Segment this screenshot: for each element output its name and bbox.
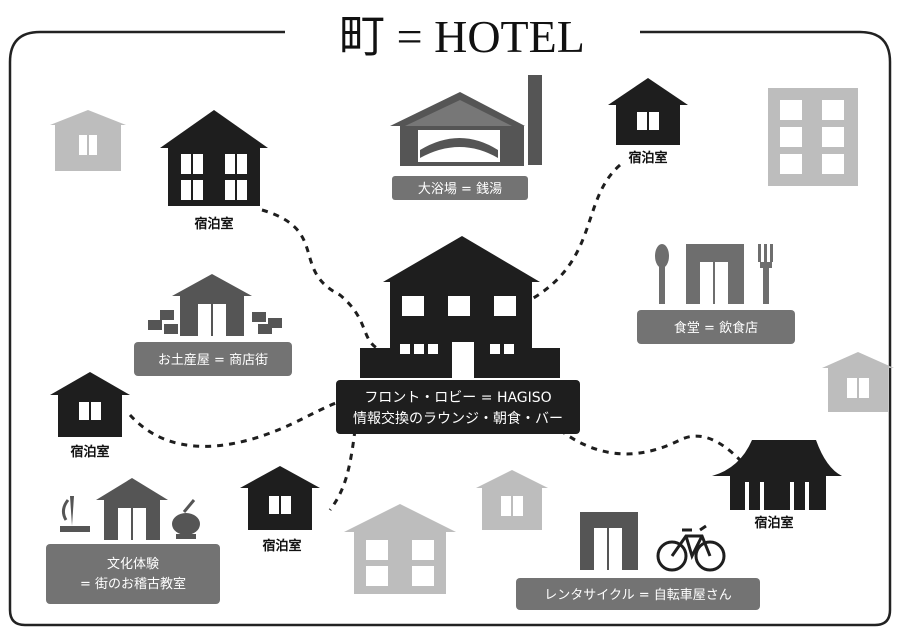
souvenir-label-box bbox=[134, 342, 292, 376]
apartment-building-icon bbox=[768, 88, 858, 186]
culture-label-line1: 文化体験 bbox=[107, 557, 159, 572]
room-label-top-right: 宿泊室 bbox=[628, 150, 667, 166]
decorative-house-icon bbox=[50, 110, 126, 171]
guest-room-house-icon bbox=[240, 466, 320, 530]
bath-label: 大浴場 = 銭湯 bbox=[418, 182, 502, 197]
guest-room-house-icon bbox=[160, 110, 268, 206]
souvenir-label: お土産屋 = 商店街 bbox=[158, 352, 268, 368]
bath-house-icon bbox=[390, 75, 542, 166]
bicycle-shop-icon bbox=[580, 512, 638, 570]
connector-lines bbox=[128, 163, 742, 511]
culture-label-line2: = 街のお稽古教室 bbox=[80, 576, 186, 592]
bicycle-icon bbox=[656, 524, 726, 572]
hagiso-label-line2: 情報交換のラウンジ・朝食・バー bbox=[353, 410, 563, 427]
dining-label-box bbox=[637, 310, 795, 344]
dining-label: 食堂 = 飲食店 bbox=[674, 320, 758, 336]
room-label-top-left: 宿泊室 bbox=[194, 216, 233, 232]
map-title: 町 = HOTEL bbox=[339, 11, 585, 62]
hagiso-building-icon bbox=[360, 236, 560, 378]
souvenir-shop-icon bbox=[148, 274, 282, 336]
room-label-right: 宿泊室 bbox=[754, 515, 793, 531]
bath-label-box bbox=[392, 176, 528, 200]
traditional-room-house-icon bbox=[712, 440, 842, 510]
decorative-house-icon bbox=[476, 470, 548, 530]
map-frame bbox=[8, 30, 892, 627]
dining-icon bbox=[655, 244, 773, 304]
room-label-bottom: 宿泊室 bbox=[262, 538, 301, 554]
hagiso-label-box bbox=[336, 380, 580, 434]
hagiso-label-line1: フロント・ロビー = HAGISO bbox=[364, 390, 551, 406]
decorative-house-icon bbox=[822, 352, 894, 412]
bicycle-label: レンタサイクル = 自転車屋さん bbox=[544, 588, 732, 603]
room-label-left: 宿泊室 bbox=[70, 444, 109, 460]
decorative-building-icon bbox=[344, 504, 456, 594]
guest-room-house-icon bbox=[50, 372, 130, 437]
culture-experience-icon bbox=[60, 478, 200, 540]
guest-room-house-icon bbox=[608, 78, 688, 145]
culture-label-box bbox=[46, 544, 220, 604]
bicycle-label-box bbox=[516, 578, 760, 610]
